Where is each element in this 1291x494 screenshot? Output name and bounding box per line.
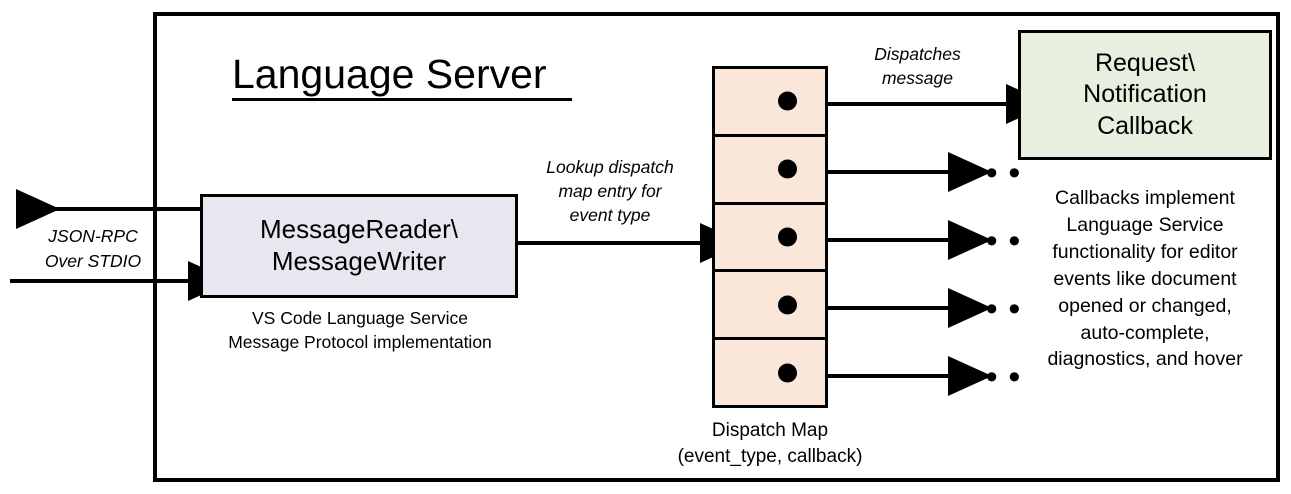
- dispatch-map-caption: Dispatch Map (event_type, callback): [628, 418, 912, 469]
- transport-label: JSON-RPC Over STDIO: [18, 224, 168, 273]
- dispatch-map-row[interactable]: [715, 340, 825, 405]
- language-server-boundary: [153, 12, 1280, 482]
- message-io-caption-line1: VS Code Language Service: [252, 308, 468, 328]
- transport-label-line2: Over STDIO: [44, 250, 142, 271]
- ellipsis-row-2: • • •: [963, 154, 1023, 192]
- callback-node-line1: Request\: [1094, 49, 1196, 78]
- transport-label-line1: JSON-RPC: [48, 226, 138, 246]
- dispatch-map-caption-line1: Dispatch Map: [711, 420, 829, 441]
- callback-pointer-dot-icon: [778, 159, 797, 179]
- message-io-caption-line2: Message Protocol implementation: [228, 331, 492, 352]
- lookup-edge-label: Lookup dispatch map entry for event type: [520, 155, 700, 227]
- callback-caption-line6: auto-complete,: [1080, 321, 1210, 344]
- lookup-edge-label-line3: event type: [569, 205, 651, 226]
- callback-caption-line4: events like document: [1053, 267, 1237, 290]
- callback-node-caption: Callbacks implement Language Service fun…: [1010, 185, 1280, 373]
- callback-caption-line2: Language Service: [1066, 213, 1224, 236]
- callback-pointer-dot-icon: [778, 227, 797, 247]
- message-io-caption: VS Code Language Service Message Protoco…: [190, 307, 530, 354]
- callback-node-line2: Notification: [1083, 80, 1207, 109]
- message-io-line2: MessageWriter: [271, 246, 447, 276]
- callback-caption-line1: Callbacks implement: [1055, 187, 1235, 209]
- ellipsis-row-3: • • •: [963, 222, 1023, 260]
- lookup-edge-label-line2: map entry for: [558, 181, 662, 202]
- dispatches-edge-label: Dispatches message: [835, 42, 1000, 90]
- ellipsis-row-5: • • •: [963, 358, 1023, 396]
- dispatch-map-node[interactable]: [712, 66, 828, 408]
- dispatch-map-row[interactable]: [715, 205, 825, 273]
- dispatches-edge-label-line1: Dispatches: [874, 44, 961, 64]
- dispatch-map-row[interactable]: [715, 272, 825, 341]
- message-io-node[interactable]: MessageReader\ MessageWriter: [200, 194, 518, 298]
- diagram-title: Language Server: [232, 52, 572, 102]
- callback-pointer-dot-icon: [778, 295, 797, 315]
- callback-caption-line7: diagnostics, and hover: [1047, 348, 1243, 371]
- dispatches-edge-label-line2: message: [881, 68, 953, 89]
- lookup-edge-label-line1: Lookup dispatch: [546, 157, 674, 177]
- ellipsis-row-4: • • •: [963, 290, 1023, 328]
- callback-caption-line5: opened or changed,: [1058, 294, 1232, 317]
- callback-caption-line3: functionality for editor: [1052, 240, 1238, 263]
- callback-node-line3: Callback: [1097, 111, 1193, 140]
- message-io-line1: MessageReader\: [260, 214, 458, 245]
- callback-pointer-dot-icon: [778, 91, 797, 111]
- dispatch-map-row[interactable]: [715, 137, 825, 205]
- callback-pointer-dot-icon: [778, 363, 797, 383]
- dispatch-map-row[interactable]: [715, 69, 825, 137]
- callback-node[interactable]: Request\ Notification Callback: [1018, 30, 1272, 160]
- dispatch-map-caption-line2: (event_type, callback): [677, 445, 863, 467]
